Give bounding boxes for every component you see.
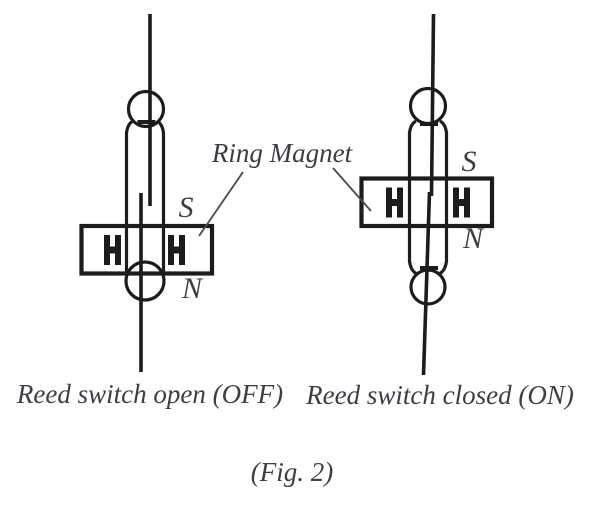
pole-label-s: S: [179, 191, 194, 224]
pole-marking-crossbar: [104, 246, 121, 254]
glass-neck-curve: [439, 119, 449, 134]
magnet-pole-marking-right: [453, 187, 470, 218]
pole-marking-crossbar: [386, 199, 403, 206]
glass-neck-curve: [407, 119, 417, 134]
figure-label: (Fig. 2): [251, 457, 333, 487]
magnet-pole-marking-left: [386, 187, 403, 218]
magnet-pole-marking-right: [168, 235, 185, 265]
glass-bulb-top: [126, 89, 166, 129]
ring-magnet-body: [79, 223, 215, 276]
ring-magnet-label: Ring Magnet: [211, 138, 354, 168]
ring-magnet-left: [79, 223, 215, 276]
lower-reed-wire: [421, 191, 432, 376]
pole-label-s: S: [462, 145, 477, 178]
pole-label-n: N: [181, 272, 204, 305]
ring-magnet-body: [359, 176, 495, 229]
glass-bulb-bottom: [124, 260, 166, 302]
glass-neck-curve: [407, 260, 417, 275]
upper-reed-wire: [429, 13, 436, 197]
pole-label-n: N: [462, 222, 485, 255]
leader-line-left: [198, 171, 244, 237]
glass-neck-curve: [439, 260, 449, 275]
reed-switch-open-diagram: S N: [79, 14, 215, 372]
glass-neck-curve: [124, 119, 134, 134]
ring-magnet-right: [359, 176, 495, 229]
reed-switch-closed-diagram: S N: [359, 13, 495, 376]
caption-switch-open: Reed switch open (OFF): [16, 379, 283, 409]
pole-marking-crossbar: [168, 246, 185, 254]
caption-switch-closed: Reed switch closed (ON): [305, 380, 574, 410]
magnet-pole-marking-left: [104, 235, 121, 265]
pole-marking-crossbar: [453, 199, 470, 206]
glass-bulb-top: [408, 86, 448, 126]
leader-line-right: [332, 167, 372, 212]
